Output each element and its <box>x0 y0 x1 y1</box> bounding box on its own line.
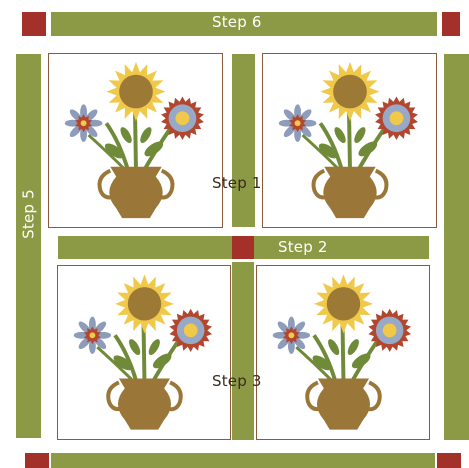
flower-center <box>390 111 404 125</box>
border-strip-bottom <box>51 453 435 468</box>
small-flower-dot <box>295 120 301 126</box>
cornerstone-center <box>232 236 254 259</box>
flower-vase-applique <box>263 54 436 227</box>
sunflower-center <box>119 75 153 109</box>
label-step1: Step 1 <box>212 176 262 191</box>
leaf <box>345 337 361 356</box>
flower-center <box>184 324 198 338</box>
leaf <box>326 337 342 356</box>
label-step5: Step 5 <box>22 189 37 239</box>
cornerstone-bottom-right <box>437 453 461 468</box>
border-strip-left <box>16 54 41 438</box>
flower-vase-applique <box>257 266 429 439</box>
label-step3: Step 3 <box>212 374 262 389</box>
small-flower-dot <box>81 120 87 126</box>
applique-block-bottom-right <box>256 265 430 440</box>
applique-block-bottom-left <box>57 265 231 440</box>
small-flower-dot <box>288 332 294 338</box>
flower-vase-applique <box>49 54 222 227</box>
label-step2: Step 2 <box>278 240 328 255</box>
leaf <box>332 125 348 144</box>
cornerstone-top-right <box>442 12 460 36</box>
leaf <box>352 125 368 144</box>
vase <box>118 379 171 430</box>
applique-block-top-left <box>48 53 223 228</box>
vase <box>317 379 370 430</box>
applique-block-top-right <box>262 53 437 228</box>
leaf <box>138 125 154 144</box>
vase <box>109 167 162 218</box>
sunflower-center <box>128 287 161 320</box>
small-flower-dot <box>89 332 95 338</box>
sunflower-center <box>333 75 367 109</box>
leaf <box>118 125 134 144</box>
flower-vase-applique <box>58 266 230 439</box>
label-step6: Step 6 <box>212 15 262 30</box>
sunflower-center <box>327 287 360 320</box>
vase <box>323 167 376 218</box>
sashing-vertical-top <box>232 54 255 227</box>
sashing-horizontal <box>58 236 232 259</box>
sashing-vertical-bottom <box>232 262 254 440</box>
cornerstone-bottom-left <box>25 453 49 468</box>
cornerstone-top-left <box>22 12 46 36</box>
leaf <box>127 337 143 356</box>
border-strip-right <box>444 54 469 440</box>
leaf <box>146 337 162 356</box>
flower-center <box>176 111 190 125</box>
flower-center <box>383 324 397 338</box>
